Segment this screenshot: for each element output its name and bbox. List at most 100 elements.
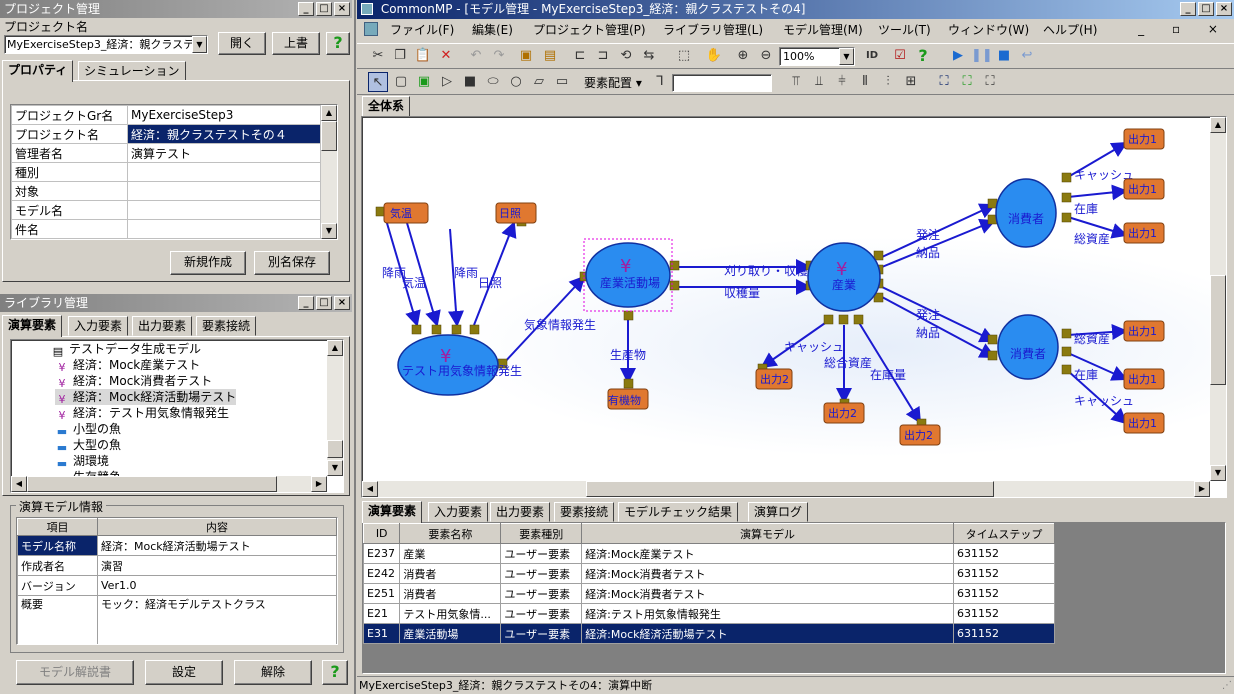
property-row[interactable]: 件名 <box>11 219 321 239</box>
tab-model-check[interactable]: モデルチェック結果 <box>618 502 739 522</box>
chevron-down-icon[interactable]: ▼ <box>192 36 207 53</box>
green-rect-tool-icon[interactable]: ▣ <box>417 74 431 89</box>
menu-library[interactable]: ライブラリ管理(L) <box>663 23 764 37</box>
menu-project[interactable]: プロジェクト管理(P) <box>533 23 646 37</box>
fit-all-icon[interactable]: ⛶ <box>985 74 995 89</box>
output-box-c2-stock[interactable]: 出力1 <box>1123 368 1165 390</box>
close-icon[interactable]: × <box>334 296 350 310</box>
tree-item[interactable]: ▬小型の魚 <box>55 421 121 438</box>
tab-compute-elements-bottom[interactable]: 演算要素 <box>362 501 423 523</box>
scroll-up-icon[interactable]: ▲ <box>327 340 343 356</box>
scroll-thumb[interactable] <box>27 476 277 492</box>
maximize-icon[interactable]: □ <box>1198 2 1214 16</box>
document-icon[interactable] <box>364 22 378 36</box>
help-icon[interactable]: ? <box>326 32 350 55</box>
output-box-c1-asset[interactable]: 出力1 <box>1123 222 1165 244</box>
node-consumer-2[interactable]: 消費者 <box>997 314 1059 380</box>
align-right-icon[interactable]: ⊐ <box>597 48 609 63</box>
save-as-button[interactable]: 別名保存 <box>254 251 330 275</box>
scroll-thumb[interactable] <box>321 121 337 151</box>
properties-scrollbar[interactable]: ▲ ▼ <box>321 105 337 239</box>
align-middle-icon[interactable]: ⫫ <box>815 74 823 89</box>
scroll-up-icon[interactable]: ▲ <box>321 105 337 121</box>
tab-simulation[interactable]: シミュレーション <box>78 61 186 81</box>
close-icon[interactable]: × <box>1216 2 1232 16</box>
scroll-right-icon[interactable]: ▶ <box>1194 481 1210 497</box>
output-organic-box[interactable]: 有機物 <box>607 388 649 410</box>
help-icon[interactable]: ? <box>918 46 928 65</box>
edge-sunshine[interactable] <box>473 221 517 326</box>
node-weather-generator[interactable]: ¥ テスト用気象情報発生 <box>397 334 522 396</box>
output-box-asset[interactable]: 出力2 <box>823 402 865 424</box>
minimize-icon[interactable]: _ <box>298 2 314 16</box>
edge-order-2[interactable] <box>881 286 996 343</box>
property-value[interactable] <box>127 219 321 239</box>
undo-icon[interactable]: ↶ <box>470 48 482 63</box>
edge-stock[interactable] <box>857 320 922 424</box>
align-bottom-icon[interactable]: ⫩ <box>838 74 846 89</box>
main-titlebar[interactable]: CommonMP - [モデル管理 - MyExerciseStep3_経済：親… <box>357 0 1234 19</box>
maximize-icon[interactable]: □ <box>316 296 332 310</box>
canvas-scrollbar-v[interactable]: ▲ ▼ <box>1210 117 1226 481</box>
minimize-icon[interactable]: _ <box>1180 2 1196 16</box>
delete-icon[interactable]: ✕ <box>440 48 452 63</box>
help-icon[interactable]: ? <box>322 660 348 685</box>
info-row[interactable]: 作成者名演習 <box>17 555 337 576</box>
copy-icon[interactable]: ❐ <box>394 48 406 63</box>
grid-header-type[interactable]: 要素種別 <box>500 523 583 544</box>
menu-model[interactable]: モデル管理(M) <box>783 23 863 37</box>
edge-delivery-2[interactable] <box>881 296 996 358</box>
scroll-down-icon[interactable]: ▼ <box>321 223 337 239</box>
align-grid-icon[interactable]: ⊞ <box>905 74 917 89</box>
edge-asset-c1[interactable] <box>1067 216 1128 239</box>
new-create-button[interactable]: 新規作成 <box>170 251 246 275</box>
redo-icon[interactable]: ↷ <box>493 48 505 63</box>
property-row[interactable]: 管理者名演算テスト <box>11 143 321 163</box>
model-manual-button[interactable]: モデル解説書 <box>16 660 134 685</box>
edge-weather[interactable] <box>501 275 586 366</box>
tree-item[interactable]: ¥経済：テスト用気象情報発生 <box>55 405 230 422</box>
square-tool-icon[interactable]: ■ <box>463 74 477 89</box>
edge-rain-1[interactable] <box>383 212 421 327</box>
chevron-down-icon[interactable]: ▼ <box>839 48 854 65</box>
tab-properties[interactable]: プロパティ <box>2 60 74 82</box>
align-top-icon[interactable]: ⫪ <box>792 74 800 89</box>
fit-icon[interactable]: ⛶ <box>939 74 949 89</box>
library-tree[interactable]: ▤テストデータ生成モデル¥経済：Mock産業テスト¥経済：Mock消費者テスト¥… <box>10 339 344 493</box>
grid-header-name[interactable]: 要素名称 <box>399 523 502 544</box>
open-button[interactable]: 開く <box>218 32 266 55</box>
property-row[interactable]: 種別 <box>11 162 321 182</box>
select-area-icon[interactable]: ⬚ <box>677 48 691 63</box>
info-row[interactable]: 概要モック：経済モデルテストクラス <box>17 595 337 644</box>
output-box-c2-asset[interactable]: 出力1 <box>1123 320 1165 342</box>
library-scrollbar-h[interactable]: ◀ ▶ <box>11 476 327 492</box>
menu-edit[interactable]: 編集(E) <box>472 23 513 37</box>
diagram-canvas[interactable]: 降雨 気温 降雨 日照 気象情報発生 生産物 刈り取り・収穫作業 収穫量 発注 … <box>361 116 1227 498</box>
close-icon[interactable]: × <box>334 2 350 16</box>
maximize-icon[interactable]: □ <box>316 2 332 16</box>
scroll-thumb[interactable] <box>586 481 994 497</box>
tab-element-connections-bottom[interactable]: 要素接続 <box>554 502 615 522</box>
edge-cash[interactable] <box>760 320 829 369</box>
tab-whole-system[interactable]: 全体系 <box>362 96 411 116</box>
input-sunshine-box[interactable]: 日照 <box>495 202 537 224</box>
grid-header-timestep[interactable]: タイムステップ <box>952 523 1056 544</box>
scroll-up-icon[interactable]: ▲ <box>1210 117 1226 133</box>
rounded-rect-tool-icon[interactable]: ▭ <box>555 74 569 89</box>
distribute-v-icon[interactable]: ⫶ <box>886 74 890 89</box>
layout-input[interactable] <box>672 74 772 92</box>
tree-item[interactable]: ▬大型の魚 <box>55 437 121 454</box>
triangle-tool-icon[interactable]: ▷ <box>442 74 452 89</box>
property-value[interactable] <box>127 162 321 182</box>
node-industry[interactable]: ¥ 産業 <box>807 242 881 312</box>
property-row[interactable]: モデル名 <box>11 200 321 220</box>
scroll-thumb[interactable] <box>327 440 343 458</box>
property-row[interactable]: 対象 <box>11 181 321 201</box>
cut-icon[interactable]: ✂ <box>372 48 384 63</box>
rect-tool-icon[interactable]: ▢ <box>394 74 408 89</box>
minimize-icon[interactable]: _ <box>298 296 314 310</box>
